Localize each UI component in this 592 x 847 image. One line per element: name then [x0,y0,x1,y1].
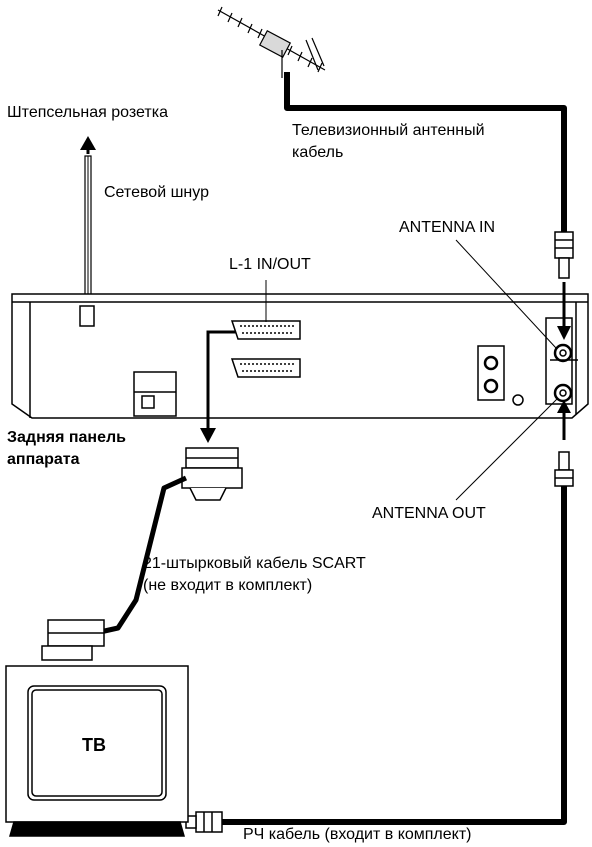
antenna-in-plug [554,231,574,279]
rf-cable [220,486,567,825]
antenna-out-jack [553,383,573,403]
antenna-in-jack [553,343,573,363]
antenna-icon [217,6,326,78]
antenna-out-label: ANTENNA OUT [372,505,486,522]
scart-plug-top [181,447,243,501]
down-arrow-icon [557,282,571,340]
scart-connector-l2 [230,358,301,378]
scart-cable-label-line2: (не входит в комплект) [143,577,313,594]
scart-connector-l1 [230,320,301,340]
antenna-in-pointer-line [455,239,557,349]
antenna-out-plug [554,451,574,487]
scart-cable [99,475,188,635]
up-arrow-icon [557,400,571,440]
device-rear-panel [11,293,589,419]
power-outlet-label: Штепсельная розетка [7,104,168,121]
antenna-in-label: ANTENNA IN [399,219,496,236]
rear-panel-label-line2: аппарата [7,451,80,468]
tv-antenna-cable-label-line2: кабель [292,144,344,161]
tv-antenna-cable [284,72,567,232]
scart-plug-bottom [41,619,105,661]
antenna-out-pointer-line [455,397,559,501]
scart-cable-label: 21-штырковый кабель SCART [143,555,366,572]
tv-label: ТВ [82,735,106,755]
tv-set [5,665,189,837]
rf-cable-label: РЧ кабель (входит в комплект) [243,826,472,843]
down-arrow-icon [200,330,236,443]
rf-cable-plug [185,811,223,833]
rear-panel-label: Задняя панель [7,429,126,446]
tv-antenna-cable-label: Телевизионный антенный [292,122,485,139]
up-arrow-icon [80,136,96,154]
l1-in-out-label: L-1 IN/OUT [229,256,311,273]
power-cord-label: Сетевой шнур [104,184,209,201]
